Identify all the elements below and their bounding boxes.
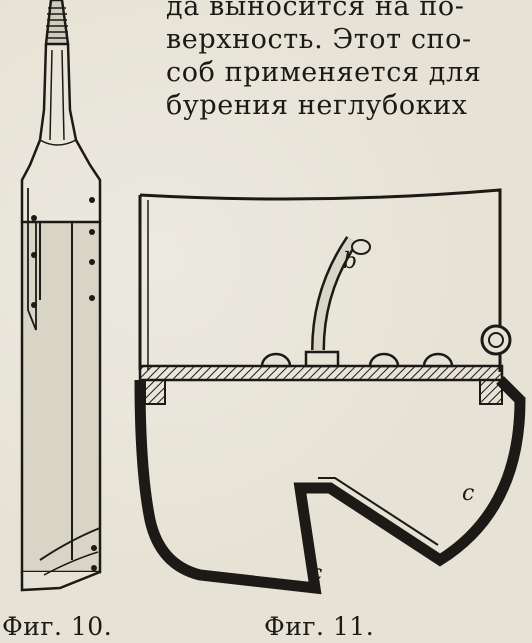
label-c-right: c (462, 481, 474, 506)
figure-11-caption: Фиг. 11. (264, 612, 375, 641)
text-line-2: верхность. Этот спо- (166, 24, 472, 55)
label-b: b (343, 249, 357, 274)
figure-11-bailer: b c c (134, 188, 526, 595)
body-text: да выносится на по- верхность. Этот спо-… (166, 0, 528, 122)
text-line-4: бурения неглубоких (166, 90, 468, 121)
figure-10-caption: Фиг. 10. (2, 612, 113, 641)
text-line-3: соб применяется для (166, 57, 482, 88)
text-line-1: да выносится на по- (166, 0, 465, 22)
label-c-lower: c (310, 561, 322, 586)
figure-10-drill-tool (20, 0, 102, 592)
